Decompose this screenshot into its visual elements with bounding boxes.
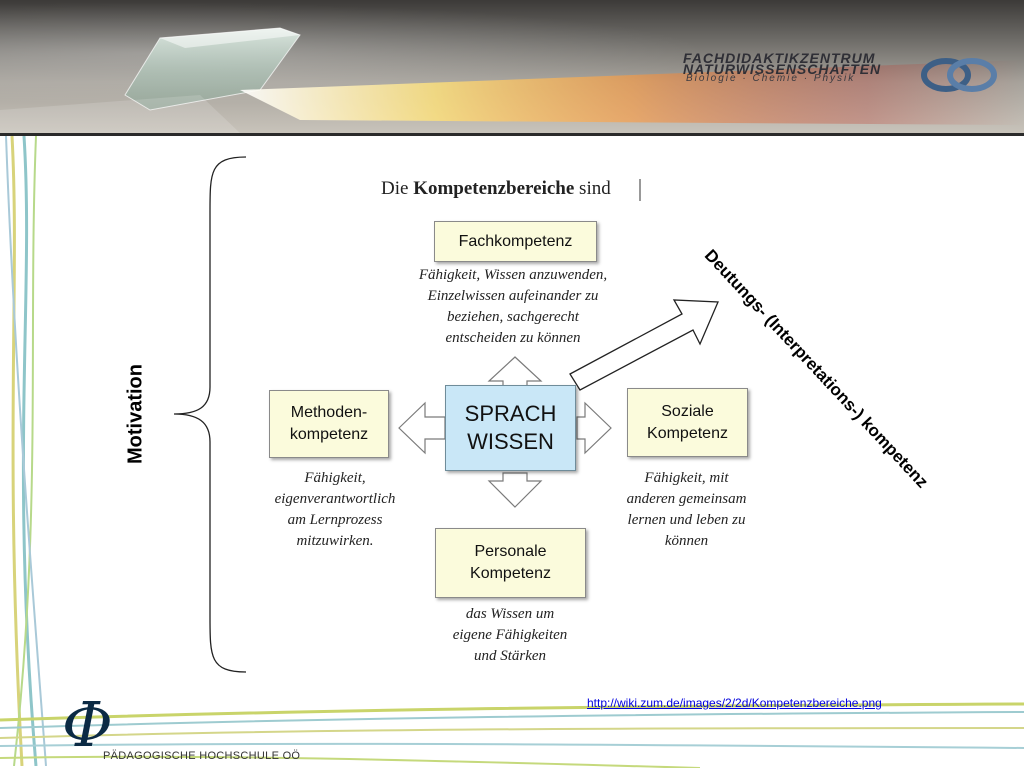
text-cursor	[639, 179, 641, 201]
header-divider	[0, 133, 1024, 136]
arrow-left-icon	[398, 401, 446, 455]
box-soziale-kompetenz: Soziale Kompetenz	[627, 388, 748, 457]
decorative-left-lines	[5, 136, 47, 766]
header-title-line1: FACHDIDAKTIKZENTRUM	[683, 50, 876, 66]
box-methodenkompetenz-label: Methoden- kompetenz	[289, 404, 369, 443]
box-personale-kompetenz: Personale Kompetenz	[435, 528, 586, 598]
arrow-up-icon	[487, 356, 543, 388]
arrow-right-icon	[576, 401, 612, 455]
diagonal-arrow-icon	[569, 299, 719, 391]
header-subjects: Biologie · Chemie · Physik	[686, 73, 856, 84]
arrow-down-icon	[487, 472, 543, 508]
box-methodenkompetenz: Methoden- kompetenz	[269, 390, 389, 458]
box-fachkompetenz-label: Fachkompetenz	[458, 232, 573, 250]
direction-arrows	[398, 356, 612, 508]
curly-brace	[173, 156, 247, 673]
box-soziale-kompetenz-label: Soziale Kompetenz	[647, 402, 728, 442]
desc-fachkompetenz: Fähigkeit, Wissen anzuwenden, Einzelwiss…	[418, 267, 608, 346]
title-suffix: sind	[574, 178, 611, 199]
title-prefix: Die	[381, 178, 414, 199]
header-title-line2: NATURWISSENSCHAFTEN	[683, 61, 882, 77]
decorative-bottom-lines	[0, 702, 1024, 768]
box-sprachwissen-label: SPRACH WISSEN	[464, 401, 557, 454]
title-bold: Kompetenzbereiche	[413, 178, 575, 199]
desc-personale-kompetenz: das Wissen um eigene Fähigkeiten und Stä…	[452, 606, 568, 664]
box-personale-kompetenz-label: Personale Kompetenz	[470, 543, 551, 582]
box-sprachwissen: SPRACH WISSEN	[445, 385, 576, 471]
box-fachkompetenz: Fachkompetenz	[434, 221, 597, 262]
desc-soziale-kompetenz: Fähigkeit, mit anderen gemeinsam lernen …	[626, 470, 747, 549]
institution-name: PÄDAGOGISCHE HOCHSCHULE OÖ	[103, 750, 301, 762]
source-link[interactable]: http://wiki.zum.de/images/2/2d/Kompetenz…	[587, 696, 882, 710]
oo-logo-icon	[921, 58, 997, 92]
phi-logo-icon: Φ	[62, 688, 113, 761]
diagram-title: Die Kompetenzbereiche sind	[381, 178, 611, 200]
header-banner: FACHDIDAKTIKZENTRUM NATURWISSENSCHAFTEN …	[0, 0, 1024, 133]
motivation-label: Motivation	[124, 364, 147, 464]
prism-image	[0, 27, 1024, 133]
desc-methodenkompetenz: Fähigkeit, eigenverantwortlich am Lernpr…	[274, 470, 396, 549]
